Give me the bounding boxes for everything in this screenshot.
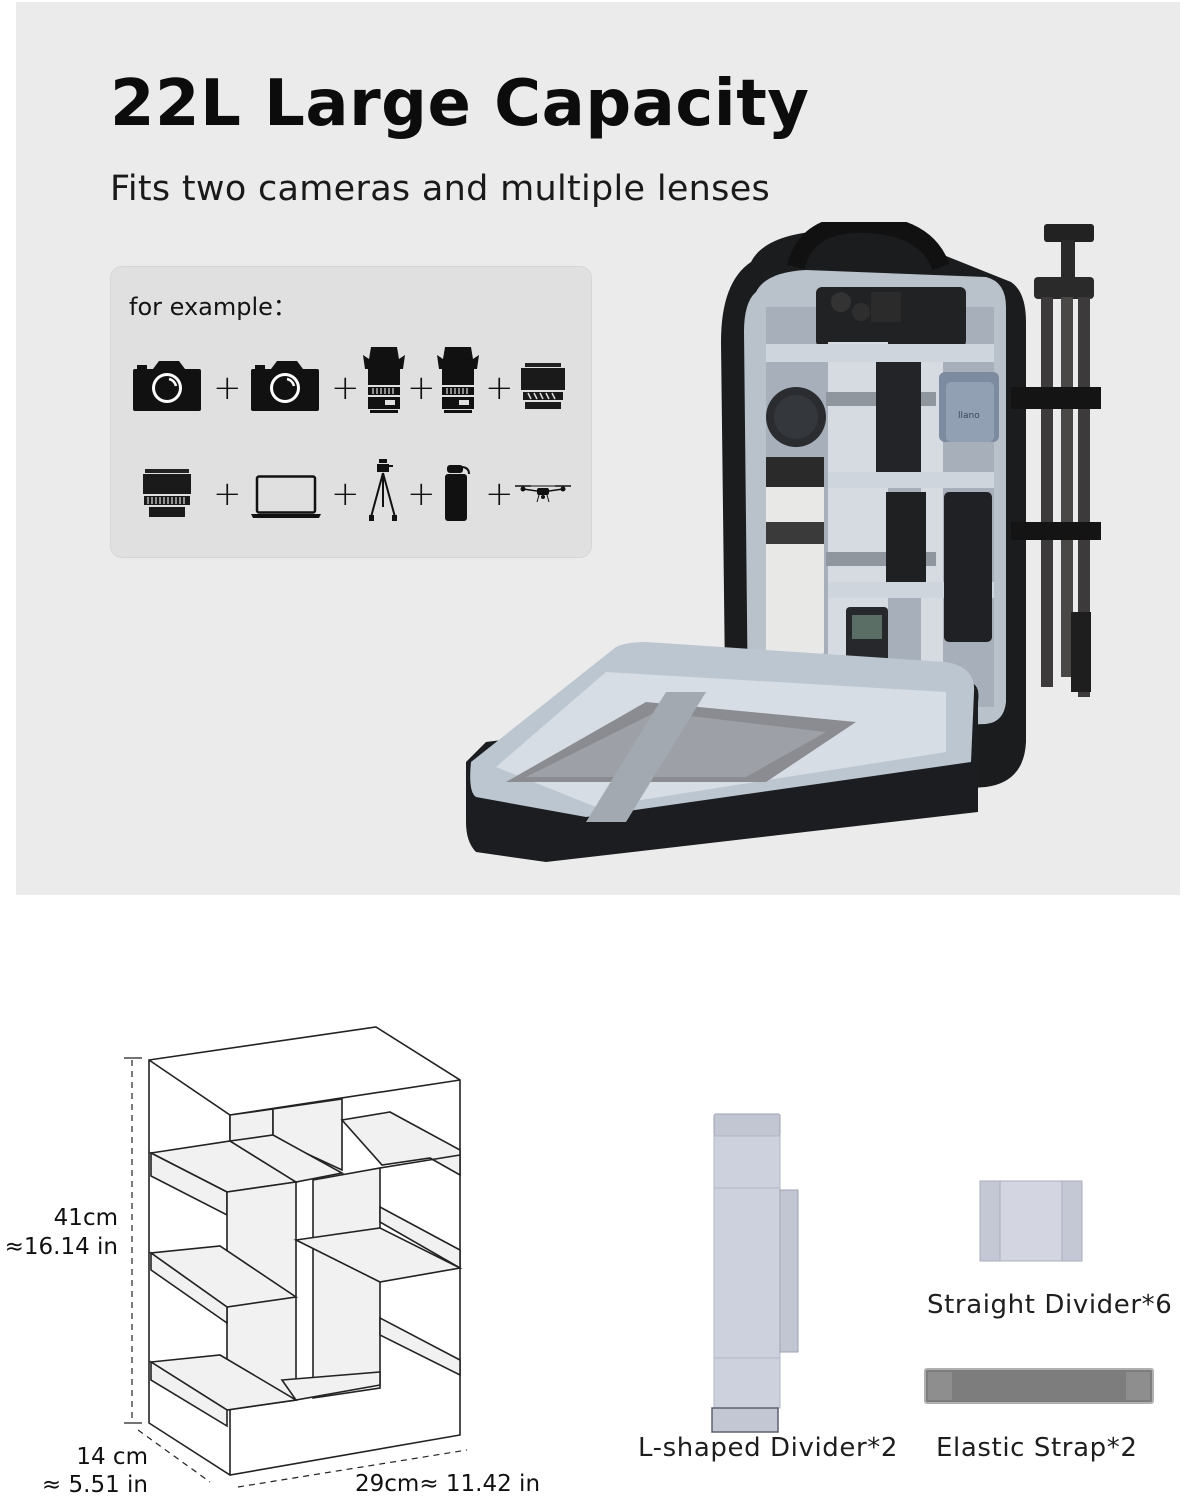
plus-sign: + [407, 368, 436, 408]
elastic-strap-label: Elastic Strap*2 [936, 1433, 1138, 1463]
plus-sign: + [485, 368, 514, 408]
water-bottle-icon [445, 465, 470, 521]
plus-sign: + [213, 368, 242, 408]
height-cm-label: 41cm [53, 1205, 118, 1231]
prime-lens-icon [143, 469, 191, 517]
depth-cm-label: 14 cm [76, 1444, 148, 1470]
l-shaped-divider-image [711, 1113, 799, 1433]
plus-sign: + [331, 368, 360, 408]
example-icons-row-1: + + + [111, 339, 591, 419]
drone-icon [515, 485, 571, 503]
prime-lens-icon [521, 363, 565, 409]
straight-divider-label: Straight Divider*6 [927, 1290, 1173, 1320]
page-subtitle: Fits two cameras and multiple lenses [110, 169, 771, 209]
camera-icon [133, 361, 201, 411]
lens-with-hood-icon [363, 347, 405, 413]
tripod-strapped [1034, 224, 1094, 697]
width-label: 29cm≈ 11.42 in [355, 1471, 541, 1497]
straight-divider-image [979, 1180, 1083, 1262]
svg-text:llano: llano [958, 411, 980, 421]
tripod-icon [369, 459, 397, 521]
example-icons-row-2: + + + + [111, 447, 591, 527]
example-card: for example： + + [110, 266, 592, 558]
plus-sign: + [407, 474, 436, 514]
backpack-product-image: llano [466, 222, 1101, 862]
plus-sign: + [213, 474, 242, 514]
elastic-strap-image [924, 1368, 1154, 1404]
depth-in-label: ≈ 5.51 in [41, 1472, 148, 1498]
plus-sign: + [331, 474, 360, 514]
example-label: for example： [129, 293, 297, 321]
page-title: 22L Large Capacity [110, 67, 810, 141]
height-in-label: ≈16.14 in [4, 1234, 118, 1260]
laptop-icon [251, 475, 321, 518]
lens-with-hood-icon [437, 347, 479, 413]
dimensions-diagram [124, 1026, 468, 1488]
l-shaped-divider-label: L-shaped Divider*2 [638, 1433, 899, 1463]
camera-icon [251, 361, 319, 411]
plus-sign: + [485, 474, 514, 514]
